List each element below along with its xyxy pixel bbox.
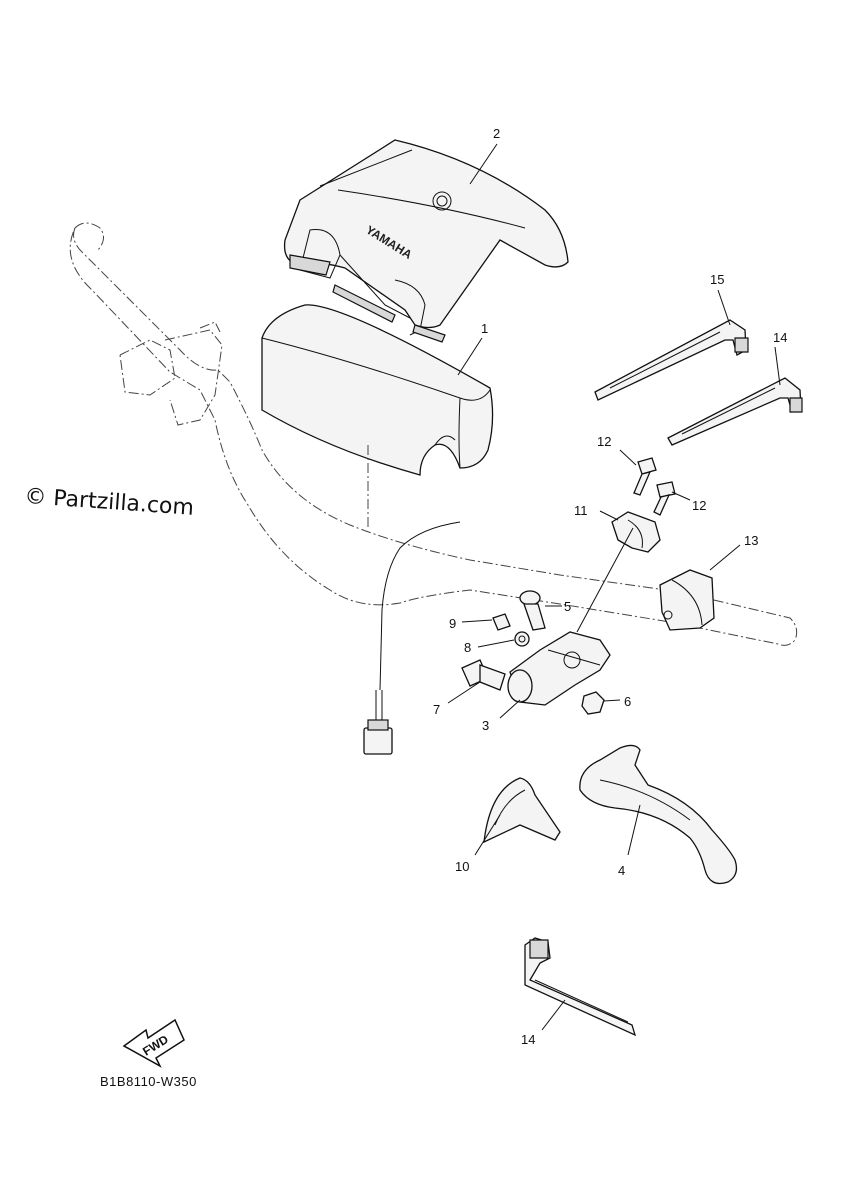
part-1-pad: [261, 304, 494, 476]
part-4-lever: [579, 744, 738, 885]
part-14-cable-tie-lower: [524, 937, 637, 1037]
part-12-bolts: [633, 457, 676, 516]
callout-7: 7: [433, 702, 440, 717]
part-2-pad-cover: YAMAHA: [283, 139, 569, 343]
handlebar-outline: [69, 222, 798, 646]
diagram-code: B1B8110-W350: [100, 1074, 197, 1089]
part-9-screw: [492, 613, 511, 631]
part-3-lever-holder: [507, 631, 611, 706]
part-8-washer: [514, 631, 530, 647]
part-13-switch: [659, 569, 715, 631]
callout-14-upper: 14: [773, 330, 787, 345]
callout-2: 2: [493, 126, 500, 141]
callout-13: 13: [744, 533, 758, 548]
callout-4: 4: [618, 863, 625, 878]
callout-11: 11: [574, 503, 588, 518]
tuning-fork-emblem-icon: [436, 195, 448, 207]
part-6-nut: [581, 691, 605, 715]
callout-12-left: 12: [597, 434, 611, 449]
part-10-lever-cover: [483, 777, 561, 844]
callout-numbers: 2 1 15 14 12 12 11 13 5 9 8 6 7 3 10 4 1…: [433, 126, 787, 1047]
callout-3: 3: [482, 718, 489, 733]
watermark: © Partzilla.com: [24, 484, 195, 521]
callout-10: 10: [455, 859, 469, 874]
part-15-cable-tie: [594, 319, 749, 401]
callout-9: 9: [449, 616, 456, 631]
fwd-arrow-icon: FWD: [122, 1018, 185, 1068]
part-5-pivot-bolt: [519, 590, 546, 631]
callout-1: 1: [481, 321, 488, 336]
part-7-adjuster: [461, 659, 506, 691]
callout-15: 15: [710, 272, 724, 287]
callout-14-lower: 14: [521, 1032, 535, 1047]
leader-lines: [447, 143, 781, 1031]
callout-6: 6: [624, 694, 631, 709]
part-14-cable-tie-upper: [667, 377, 803, 446]
switch-cable: [363, 445, 461, 755]
callout-12-right: 12: [692, 498, 706, 513]
callout-8: 8: [464, 640, 471, 655]
callout-5: 5: [564, 599, 571, 614]
part-11-clamp: [611, 511, 661, 553]
